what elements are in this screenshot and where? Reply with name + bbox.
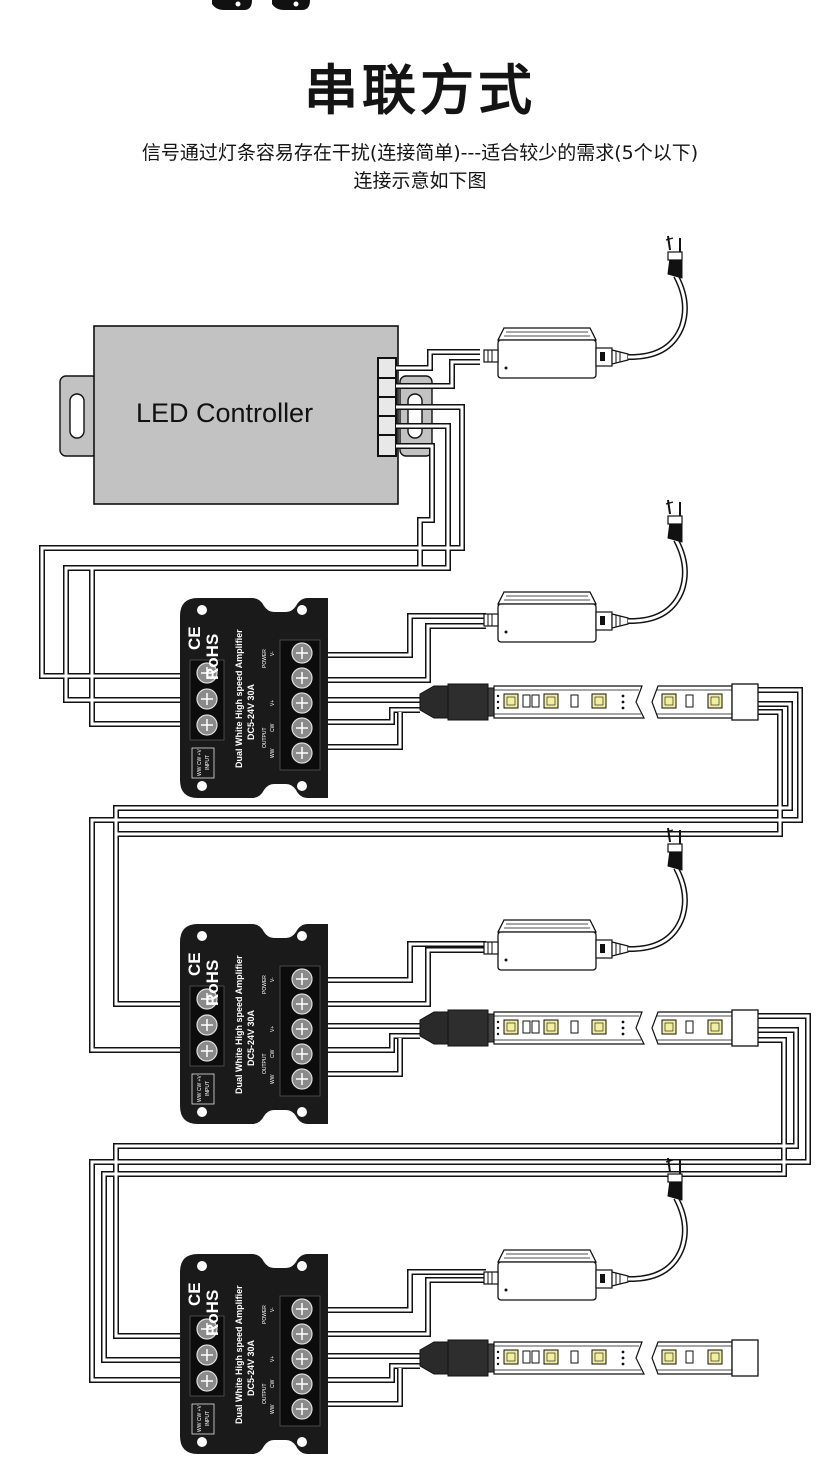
pin-cw-label: CW bbox=[270, 1379, 276, 1388]
pin-vminus-label: V- bbox=[270, 1307, 276, 1312]
amplifier-2: RoHS CE Dual White High speed Amplifier … bbox=[179, 923, 329, 1125]
input-badge: WW CW +V bbox=[197, 749, 203, 776]
led-controller: LED Controller bbox=[59, 325, 433, 505]
pin-vplus-label: V+ bbox=[270, 1356, 276, 1362]
terminal-output-label: OUTPUT bbox=[262, 727, 268, 748]
controller-label: LED Controller bbox=[136, 398, 313, 428]
pin-vplus-label: V+ bbox=[270, 700, 276, 706]
amp-model-line-2: DC5-24V 30A bbox=[246, 1009, 256, 1066]
amp-model-line-1: Dual White High speed Amplifier bbox=[234, 629, 244, 768]
pin-vplus-label: V+ bbox=[270, 1026, 276, 1032]
input-badge-2: INPUT bbox=[205, 1411, 211, 1426]
led-strip-2 bbox=[419, 1009, 759, 1047]
terminal-power-label: POWER bbox=[262, 649, 268, 668]
input-badge: WW CW +V bbox=[197, 1075, 203, 1102]
power-adapter-4 bbox=[484, 1158, 685, 1300]
rohs-mark: RoHS bbox=[203, 634, 222, 680]
input-badge-2: INPUT bbox=[205, 1081, 211, 1096]
power-adapter-2 bbox=[484, 500, 685, 642]
terminal-output-label: OUTPUT bbox=[262, 1053, 268, 1074]
terminal-power-label: POWER bbox=[262, 975, 268, 994]
top-cropped-shapes bbox=[212, 0, 310, 10]
ce-mark: CE bbox=[185, 1282, 204, 1306]
pin-vminus-label: V- bbox=[270, 977, 276, 982]
ce-mark: CE bbox=[185, 952, 204, 976]
pin-cw-label: CW bbox=[270, 723, 276, 732]
amplifier-3: RoHS CE Dual White High speed Amplifier … bbox=[179, 1253, 329, 1455]
amp-model-line-2: DC5-24V 30A bbox=[246, 683, 256, 740]
amplifier-1: RoHS CE Dual White High speed Amplifier … bbox=[179, 597, 329, 799]
rohs-mark: RoHS bbox=[203, 1290, 222, 1336]
amp-model-line-1: Dual White High speed Amplifier bbox=[234, 1285, 244, 1424]
pin-ww-label: WW bbox=[270, 1074, 276, 1084]
ce-mark: CE bbox=[185, 626, 204, 650]
subtitle-line-1: 信号通过灯条容易存在干扰(连接简单)---适合较少的需求(5个以下) bbox=[141, 142, 699, 164]
power-adapter-3 bbox=[484, 828, 685, 970]
amp-model-line-1: Dual White High speed Amplifier bbox=[234, 955, 244, 1094]
amp-model-line-2: DC5-24V 30A bbox=[246, 1339, 256, 1396]
subtitle-line-2: 连接示意如下图 bbox=[353, 170, 487, 192]
led-strip-1 bbox=[419, 683, 759, 721]
pin-cw-label: CW bbox=[270, 1049, 276, 1058]
input-badge-2: INPUT bbox=[205, 755, 211, 770]
led-strip-3 bbox=[419, 1339, 759, 1377]
terminal-output-label: OUTPUT bbox=[262, 1383, 268, 1404]
pin-ww-label: WW bbox=[270, 748, 276, 758]
input-badge: WW CW +V bbox=[197, 1405, 203, 1432]
pin-vminus-label: V- bbox=[270, 651, 276, 656]
rohs-mark: RoHS bbox=[203, 960, 222, 1006]
wires bbox=[39, 349, 811, 1407]
pin-ww-label: WW bbox=[270, 1404, 276, 1414]
wires-inner bbox=[40, 350, 810, 1406]
page-title: 串联方式 bbox=[304, 59, 536, 122]
terminal-power-label: POWER bbox=[262, 1305, 268, 1324]
power-adapter-1 bbox=[484, 236, 685, 378]
